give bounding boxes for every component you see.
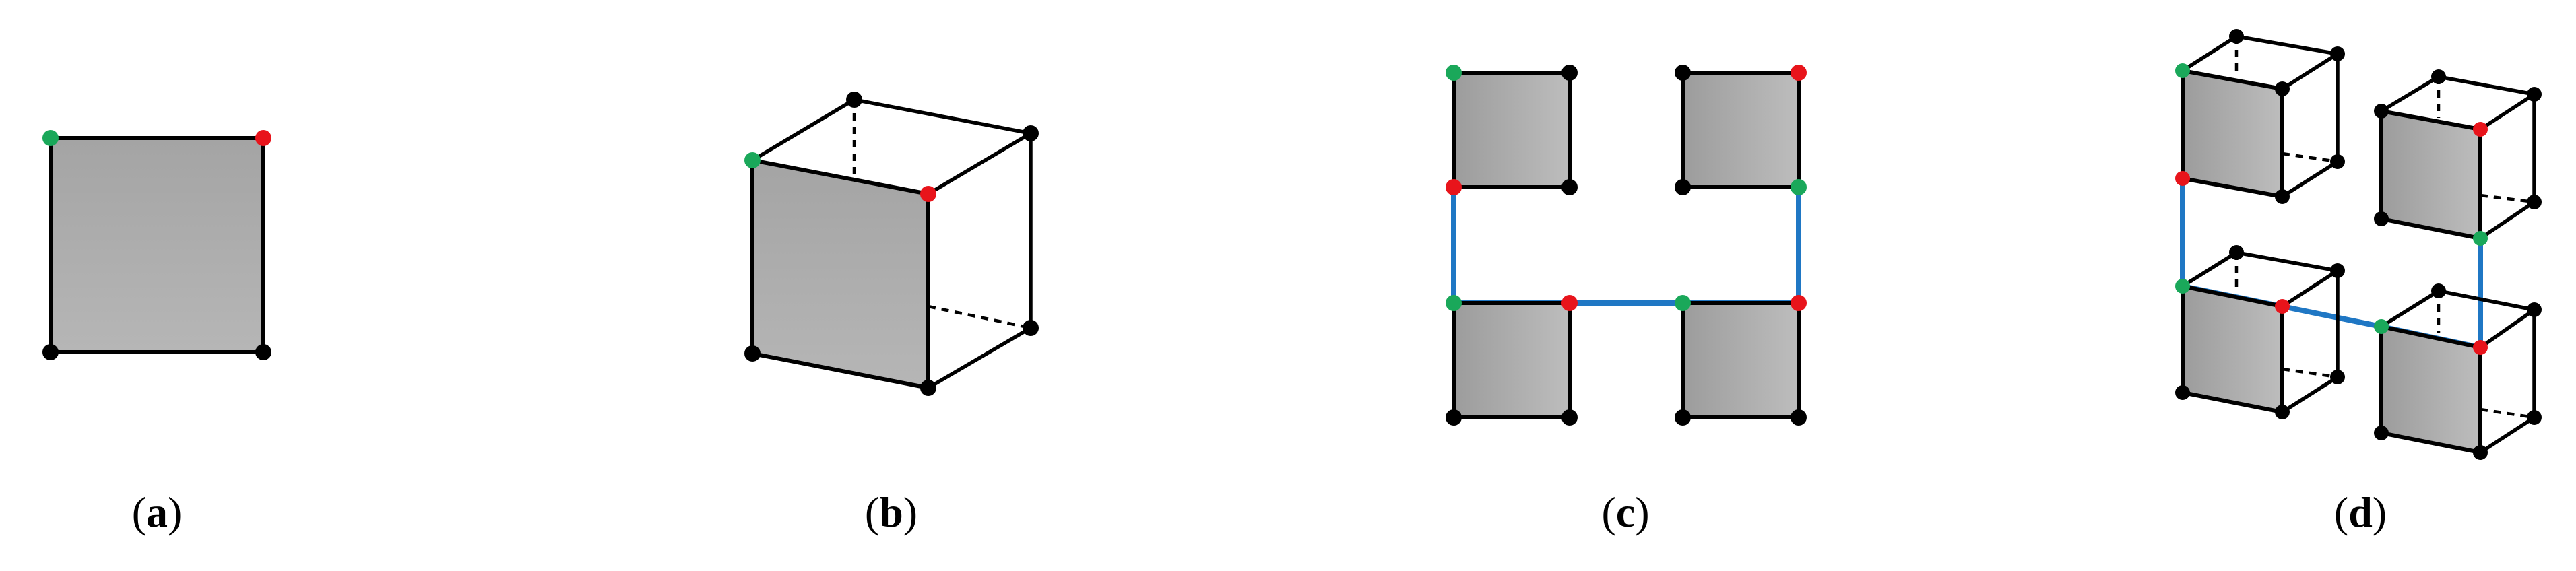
panel-b-vertex-end [920,186,936,202]
vertex [2330,370,2345,384]
panel-c-vertex-start [1446,65,1462,81]
vertex [2431,69,2446,84]
vertex-end [2473,122,2488,137]
vertex [2330,46,2345,61]
panel-c-vertex [1675,65,1691,81]
vertex [2473,445,2488,460]
cube-front-face [2379,325,2482,455]
panel-c-vertex [1561,409,1578,426]
panel-c-vertex [1561,179,1578,195]
vertex [2275,189,2290,204]
panel-a-vertex [42,344,59,360]
vertex [2330,154,2345,169]
panel-c-vertex-end [1791,65,1807,81]
panel-b-vertex [1023,125,1039,141]
panel-c-vertex-end [1446,179,1462,195]
vertex [2175,385,2190,400]
caption-a: (a) [132,488,183,536]
panel-c-square-face [1452,301,1572,419]
panel-b-hidden-edges [852,100,1031,330]
panel-d-cube [2175,245,2345,419]
vertex [2374,426,2389,440]
panel-c-link-path [1451,184,1801,306]
panel-b [744,92,1039,396]
panel-c-vertex [1561,65,1578,81]
panel-b-vertex [920,380,936,396]
vertex [2330,263,2345,278]
panel-c [1446,65,1807,426]
panel-c-vertex-start [1791,179,1807,195]
vertex [2527,195,2542,209]
vertex-end [2473,340,2488,355]
vertex-start [2175,63,2190,78]
panel-a-square-face [49,136,265,354]
caption-c: (c) [1601,488,1649,536]
panel-a-vertex-end [255,130,271,146]
vertex-start [2374,319,2389,334]
panel-d-cube [2374,283,2542,460]
vertex [2527,410,2542,425]
vertex [2275,405,2290,419]
panel-b-vertex-start [744,152,761,168]
panel-d-cube [2175,29,2345,204]
vertex [2374,104,2389,119]
vertex-end [2175,171,2190,186]
cube-front-face [2181,69,2284,199]
cube-front-face [2379,109,2482,240]
panel-c-square-face [1681,71,1801,189]
panel-c-vertex-end [1791,295,1807,311]
panel-a [42,130,271,360]
vertex [2527,87,2542,102]
panel-c-vertex [1675,409,1691,426]
vertex [2374,211,2389,226]
panel-c-vertex-end [1561,295,1578,311]
vertex [2527,302,2542,317]
vertex-end [2275,299,2290,314]
panel-c-vertex-start [1675,295,1691,311]
panel-c-square-face [1452,71,1572,189]
panel-c-vertex [1446,409,1462,426]
panel-b-vertex [1023,320,1039,336]
panel-c-vertex-start [1446,295,1462,311]
cube-front-face [2181,284,2284,414]
panel-d-link-path [2180,176,2483,351]
vertex [2275,81,2290,96]
vertex [2229,29,2244,44]
panel-d [2175,29,2542,460]
panel-a-vertex-start [42,130,59,146]
panel-a-vertex [255,344,271,360]
caption-b: (b) [865,488,917,536]
panel-b-front-face [750,158,930,390]
vertex-start [2175,279,2190,294]
vertex [2229,245,2244,260]
panel-b-vertex [744,345,761,362]
panel-c-square-face [1681,301,1801,419]
panel-b-vertex [846,92,862,108]
caption-d: (d) [2334,488,2387,536]
vertex-start [2473,231,2488,246]
panel-c-vertex [1791,409,1807,426]
vertex [2431,283,2446,298]
panel-c-vertex [1675,179,1691,195]
panel-d-cube [2374,69,2542,246]
